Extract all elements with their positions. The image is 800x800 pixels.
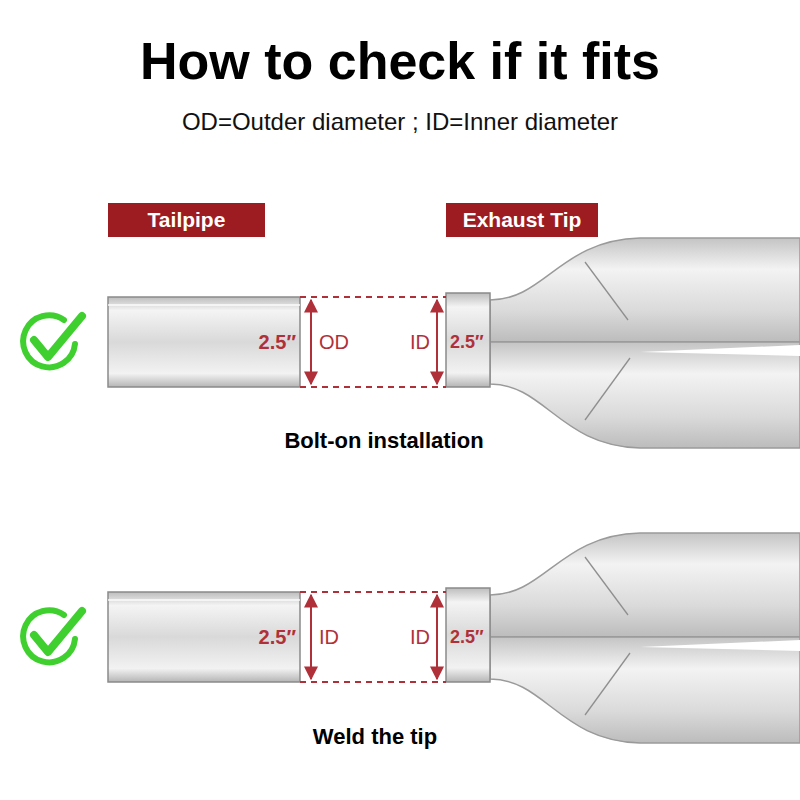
part-label-box: Exhaust Tip xyxy=(446,203,598,237)
dimension-value: 2.5″ xyxy=(450,627,484,648)
diameter-type: ID xyxy=(319,626,339,649)
diameter-type: ID xyxy=(410,626,430,649)
subtitle: OD=Outder diameter ; ID=Inner diameter xyxy=(182,108,618,136)
method-caption: Weld the tip xyxy=(313,724,437,749)
part-label-box: Tailpipe xyxy=(108,203,265,237)
dimension-value: 2.5″ xyxy=(259,626,296,649)
bolt-on-row xyxy=(23,238,800,448)
part-name: Exhaust Tip xyxy=(463,208,582,232)
diameter-type: OD xyxy=(319,331,349,354)
weld-row xyxy=(23,533,800,743)
dimension-value: 2.5″ xyxy=(259,331,296,354)
part-name: Tailpipe xyxy=(148,208,226,232)
method-caption: Bolt-on installation xyxy=(284,428,483,453)
dimension-value: 2.5″ xyxy=(450,332,484,353)
diameter-type: ID xyxy=(410,331,430,354)
page-title: How to check if it fits xyxy=(140,32,660,92)
